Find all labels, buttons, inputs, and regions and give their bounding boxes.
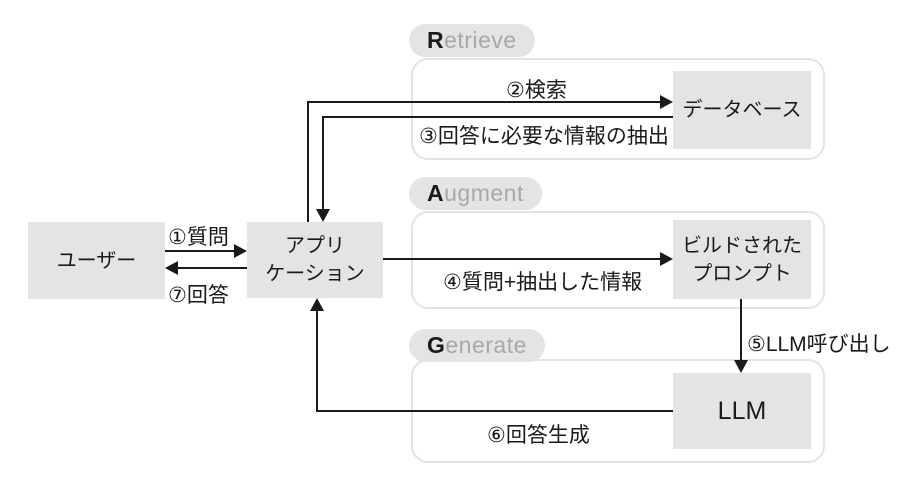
database-node: データベース (673, 71, 811, 149)
application-node-label-line2: ケーション (265, 263, 365, 285)
llm-node-label: LLM (717, 397, 767, 425)
augment-initial-letter: A (427, 180, 445, 206)
edge-augment-line (383, 258, 662, 260)
edge-search-line-vertical (307, 101, 309, 222)
database-node-label: データベース (682, 99, 802, 121)
arrowhead-answer-icon (165, 261, 178, 275)
edge-label-question: ①質問 (168, 226, 229, 249)
edge-answer-line (178, 267, 247, 269)
retrieve-rest-letters: etrieve (444, 27, 517, 53)
edge-extract-line-vertical (322, 116, 324, 210)
edge-generate-line-vertical (316, 309, 318, 412)
edge-label-answer-generation: ⑥回答生成 (487, 424, 590, 447)
generate-rest-letters: enerate (445, 332, 527, 358)
arrowhead-question-icon (234, 244, 247, 258)
arrowhead-augment-icon (660, 252, 673, 266)
edge-label-question-plus-info: ④質問+抽出した情報 (443, 271, 643, 294)
arrowhead-llm-call-icon (734, 360, 748, 373)
edge-generate-line-horizontal (316, 410, 673, 412)
llm-node: LLM (673, 373, 811, 449)
built-prompt-node: ビルドされた プロンプト (673, 220, 811, 299)
arrowhead-generate-icon (310, 298, 324, 311)
user-node: ユーザー (28, 222, 165, 299)
application-node: アプリ ケーション (247, 222, 383, 298)
retrieve-initial-letter: R (427, 27, 445, 53)
edge-extract-line-horizontal (322, 116, 673, 118)
application-node-label-line1: アプリ (285, 235, 345, 257)
edge-llm-call-line (740, 299, 742, 362)
edge-search-line-horizontal (307, 101, 662, 103)
augment-rest-letters: ugment (444, 180, 524, 206)
user-node-label: ユーザー (56, 249, 137, 272)
built-prompt-node-label-line2: プロンプト (692, 262, 792, 285)
generate-initial-letter: G (427, 332, 446, 358)
edge-label-llm-call: ⑤LLM呼び出し (747, 333, 891, 356)
edge-label-answer: ⑦回答 (168, 284, 229, 307)
built-prompt-node-label-line1: ビルドされた (682, 234, 802, 257)
arrowhead-search-icon (660, 95, 673, 109)
arrowhead-extract-icon (316, 209, 330, 222)
edge-label-extract-info: ③回答に必要な情報の抽出 (419, 125, 669, 148)
edge-label-search: ②検索 (506, 79, 567, 102)
edge-question-line (165, 250, 235, 252)
